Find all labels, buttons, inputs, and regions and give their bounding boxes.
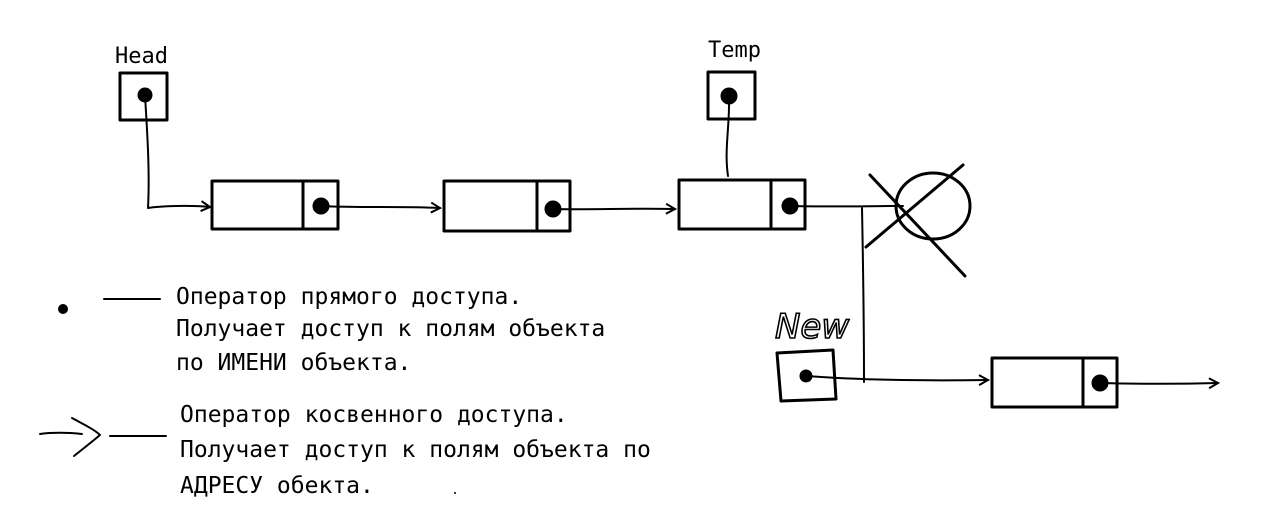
redirect-line [861,207,865,383]
head-label: Head [115,44,168,69]
new-arrow [805,376,988,380]
temp-pointer-box [706,70,757,121]
legend-indirect-line-3: АДРЕСУ обекта. [180,473,374,499]
list-node-1 [210,179,340,231]
list-node-2 [442,179,572,233]
new-label: New [775,307,849,347]
list-node-new [990,356,1119,409]
temp-label: Temp [708,38,761,63]
stray-dot [454,492,456,494]
legend-indirect-line-2: Получает доступ к полям объекта по [180,437,651,463]
legend-indirect-line-1: Оператор косвенного доступа. [180,402,568,428]
crossed-out-link [864,163,972,278]
legend-arrow-symbol [39,417,101,457]
link-arrow-1-2 [320,206,440,208]
new-pointer-box [775,348,838,403]
temp-arrow [725,95,731,177]
list-node-3 [677,178,807,231]
legend-dot-symbol [58,304,68,314]
legend-direct-line-3: по ИМЕНИ объекта. [176,350,412,376]
link-arrow-2-3 [552,209,675,210]
new-node-next-arrow [1099,383,1218,384]
head-arrow [144,94,210,208]
head-pointer-box [118,71,169,122]
legend-direct-line-1: Оператор прямого доступа. [176,284,523,310]
legend-direct-line-2: Получает доступ к полям объекта [176,316,606,342]
